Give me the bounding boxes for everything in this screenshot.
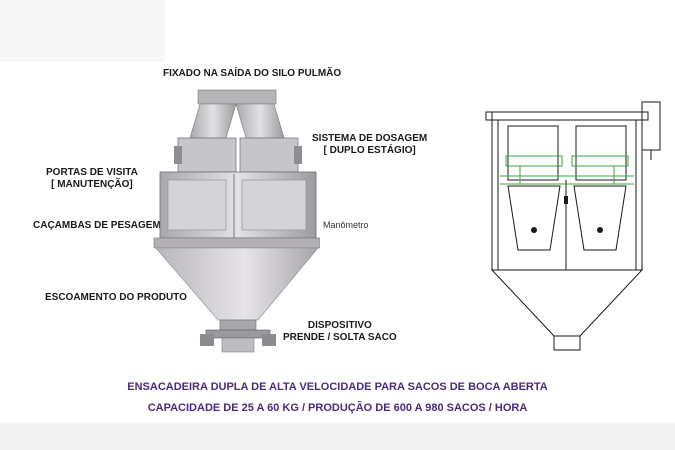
label-visit-line2: [ MANUTENÇÃO] (51, 179, 133, 190)
schematic-bin-right (575, 125, 627, 181)
dosing-box-right (239, 137, 299, 173)
schematic-top-beam (485, 111, 649, 121)
label-bag-clamp-device: DISPOSITIVO PRENDE / SOLTA SACO (283, 320, 397, 344)
label-silo-outlet: FIXADO NA SAÍDA DO SILO PULMÃO (163, 68, 342, 79)
visit-door-right (241, 179, 307, 231)
label-visit-line1: PORTAS DE VISITA (46, 167, 138, 178)
label-manometer: Manômetro (323, 220, 369, 230)
schematic-discharge-cone (490, 269, 644, 337)
discharge-cone (155, 247, 319, 321)
bagging-machine-illustration (153, 89, 320, 353)
label-product-outflow: ESCOAMENTO DO PRODUTO (45, 292, 187, 303)
schematic-load-cell-right (597, 227, 603, 233)
inlet-chute-right (235, 103, 285, 139)
label-dosing-line2: [ DUPLO ESTÁGIO] (323, 145, 416, 156)
schematic-frame (491, 111, 643, 271)
schematic-hopper-left (507, 185, 561, 251)
schematic-side-cabinet (641, 101, 661, 151)
schematic-hopper-right (573, 185, 627, 251)
cone-collar (153, 237, 320, 249)
dosing-box-left (177, 137, 237, 173)
bag-clamp-frame (205, 329, 271, 339)
bag-clamp-right (262, 334, 276, 346)
top-left-blank-area (0, 0, 165, 62)
schematic-bin-left (507, 125, 559, 181)
schematic-spout (553, 335, 581, 351)
label-device-line1: DISPOSITIVO (307, 320, 372, 331)
technical-schematic-drawing (485, 101, 661, 351)
caption-line-2: CAPACIDADE DE 25 A 60 KG / PRODUÇÃO DE 6… (147, 402, 528, 414)
inlet-chute-left (189, 103, 237, 139)
label-device-line2: PRENDE / SOLTA SACO (283, 332, 397, 343)
bottom-band (0, 423, 675, 450)
label-visit-doors: PORTAS DE VISITA [ MANUTENÇÃO] (46, 167, 138, 191)
schematic-green-gate-right (571, 155, 629, 167)
bag-mouth (221, 337, 255, 353)
schematic-green-gate-left (505, 155, 563, 167)
actuator-right (294, 146, 302, 164)
bag-clamp-left (200, 334, 214, 346)
schematic-load-cell-left (531, 227, 537, 233)
visit-door-left (167, 179, 227, 231)
label-dosing-system: SISTEMA DE DOSAGEM [ DUPLO ESTÁGIO] (312, 133, 427, 157)
silo-inlet-flange (197, 89, 277, 105)
caption-line-1: ENSACADEIRA DUPLA DE ALTA VELOCIDADE PAR… (127, 381, 548, 393)
discharge-spout (219, 319, 257, 331)
label-dosing-line1: SISTEMA DE DOSAGEM (312, 133, 428, 144)
actuator-left (174, 146, 182, 164)
label-weighing-buckets: CAÇAMBAS DE PESAGEM (33, 220, 161, 231)
